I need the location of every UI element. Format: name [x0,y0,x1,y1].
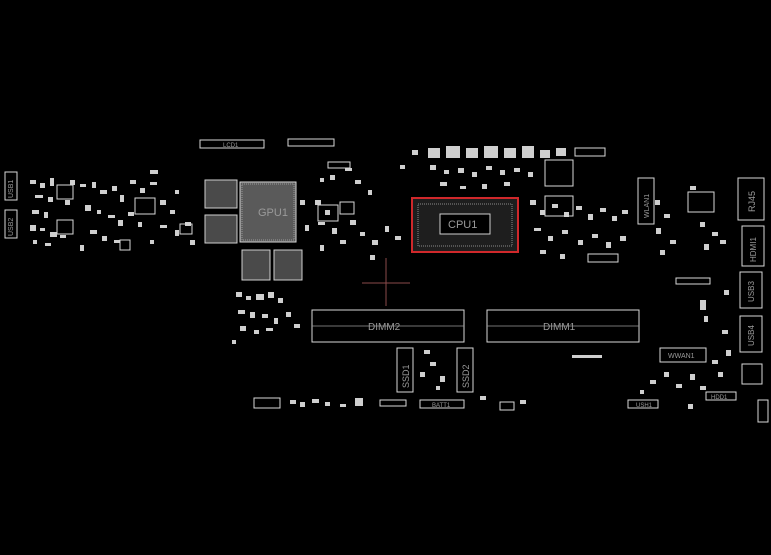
wlan1-slot[interactable]: WLAN1 [637,177,655,225]
center-ic-2 [339,201,355,215]
usb1-connector[interactable]: USB1 [4,171,18,201]
batt1-label: BATT1 [432,403,451,409]
wwan1-label: WWAN1 [668,353,695,360]
usb2-label: USB2 [8,218,15,236]
edge-connector [287,138,335,147]
left-ic-outlines [56,184,193,251]
hdd1-label: HDD1 [711,395,728,401]
gpu1-chip[interactable]: GPU1 [239,181,297,243]
gpu-power-components [232,292,300,344]
bottom-connector-small [499,401,515,411]
left-component-cluster [30,170,195,251]
right-edge-jack [741,363,763,385]
gpu-vram [204,179,303,281]
hdmi1-connector[interactable]: HDMI1 [741,225,765,267]
hdd1-connector[interactable]: HDD1 [705,391,737,401]
dimm1-slot[interactable]: DIMM1 [486,309,640,343]
usb3-label: USB3 [747,281,756,302]
rj45-connector[interactable]: RJ45 [737,177,765,221]
ssd1-slot[interactable]: SSD1 [396,347,414,393]
center-ic-1 [317,204,339,222]
center-ic-3 [327,161,351,169]
right-connector-2 [675,277,711,285]
ssd2-slot[interactable]: SSD2 [456,347,474,393]
right-ic-2 [687,191,715,213]
ssd2-label: SSD2 [461,364,471,388]
crosshair-cursor-icon [362,258,410,306]
usb4-label: USB4 [747,325,756,346]
cpu1-chip[interactable]: CPU1 [411,197,519,253]
usb4-connector[interactable]: USB4 [739,315,763,353]
bottom-component-cluster [290,350,706,409]
wwan1-slot[interactable]: WWAN1 [659,347,707,363]
bottom-connector-mid [379,399,407,407]
right-component-cluster [530,186,718,259]
usb1-label: USB1 [8,180,15,198]
batt1-connector[interactable]: BATT1 [419,399,465,409]
right-edge-switch [757,399,769,423]
pch-chip [544,159,574,187]
usb-bottom-connector[interactable]: USH1 [627,399,659,409]
lcd1-connector[interactable]: LCD1 [199,139,265,149]
dimm2-slot[interactable]: DIMM2 [311,309,465,343]
hdmi1-label: HDMI1 [749,237,758,262]
cpu1-label: CPU1 [448,219,477,231]
cpu-top-vrm [428,146,566,189]
bottom-connector-left [253,397,281,409]
top-connector [574,147,606,157]
right-connector [587,253,619,263]
usb-bottom-label: USH1 [636,403,653,409]
dimm1-label: DIMM1 [543,322,576,333]
right-edge-components [700,240,731,377]
usb2-connector[interactable]: USB2 [4,209,18,239]
center-component-cluster [300,150,418,260]
right-ic-1 [544,195,574,217]
rj45-label: RJ45 [747,191,757,212]
lcd1-label: LCD1 [223,143,239,149]
wlan1-label: WLAN1 [644,194,651,218]
ssd1-label: SSD1 [401,364,411,388]
usb3-connector[interactable]: USB3 [739,271,763,309]
gpu1-label: GPU1 [258,207,288,219]
dimm2-label: DIMM2 [368,322,401,333]
